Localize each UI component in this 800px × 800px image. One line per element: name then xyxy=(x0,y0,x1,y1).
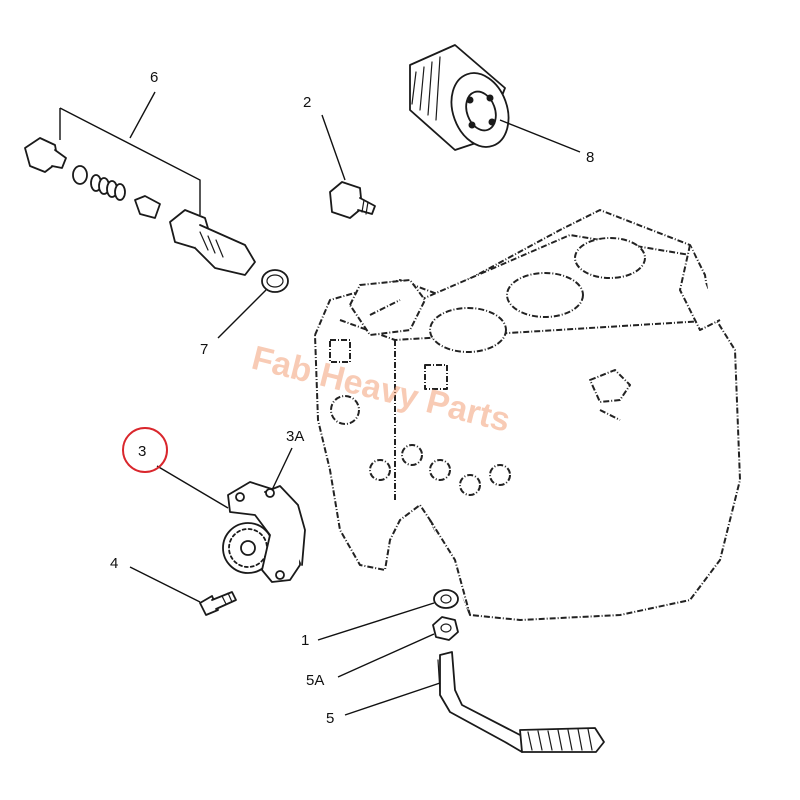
callout-5a: 5A xyxy=(306,672,324,689)
callout-2: 2 xyxy=(303,94,311,111)
suction-pipe xyxy=(344,651,605,753)
hex-nut xyxy=(337,616,459,678)
mounting-bolt xyxy=(129,566,237,616)
callout-3a: 3A xyxy=(286,428,304,445)
oil-pressure-switch xyxy=(321,114,376,219)
callout-6: 6 xyxy=(150,69,158,86)
oil-filter xyxy=(409,44,581,153)
gasket-ring xyxy=(217,269,289,339)
callout-7: 7 xyxy=(200,341,208,358)
callout-highlight-ring xyxy=(122,427,168,473)
oil-pump xyxy=(156,447,306,583)
engine-block xyxy=(314,209,741,621)
callout-4: 4 xyxy=(110,555,118,572)
relief-valve-assembly xyxy=(24,91,256,276)
callout-8: 8 xyxy=(586,149,594,166)
washer xyxy=(317,589,459,641)
callout-5: 5 xyxy=(326,710,334,727)
callout-1: 1 xyxy=(301,632,309,649)
callout-3: 3 xyxy=(138,443,146,460)
